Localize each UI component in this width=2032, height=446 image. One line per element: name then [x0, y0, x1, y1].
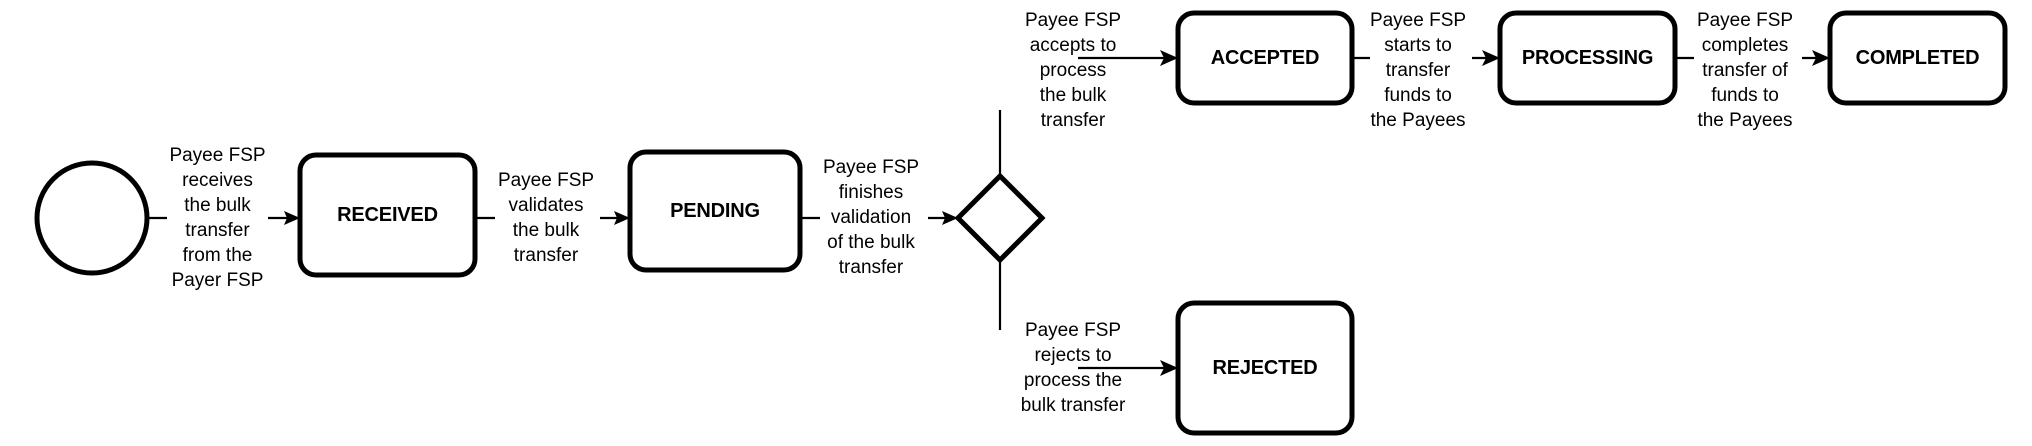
- edge-processing-to-completed-arrowhead: [1812, 50, 1830, 66]
- edge-label-received-to-pending: Payee FSP validates the bulk transfer: [497, 170, 595, 266]
- state-node-received[interactable]: [297, 152, 478, 278]
- state-label-accepted: ACCEPTED: [1210, 46, 1320, 69]
- state-label-pending: PENDING: [670, 199, 760, 222]
- state-label-received: RECEIVED: [337, 203, 438, 226]
- edge-pending-to-decision-arrowhead: [942, 211, 958, 225]
- edge-decision-to-rejected-arrowhead: [1160, 360, 1178, 376]
- edge-decision-to-accepted-arrowhead: [1160, 50, 1178, 66]
- state-label-processing: PROCESSING: [1521, 46, 1654, 69]
- decision-node-validation-outcome[interactable]: [954, 172, 1046, 264]
- edge-received-to-pending-arrowhead: [614, 211, 630, 225]
- edge-label-accepted-to-processing: Payee FSP starts to transfer funds to th…: [1369, 10, 1467, 131]
- edge-accepted-to-processing-arrowhead: [1482, 50, 1500, 66]
- edge-label-decision-to-accepted: Payee FSP accepts to process the bulk tr…: [1024, 10, 1122, 131]
- start-node[interactable]: [34, 160, 150, 276]
- state-node-rejected[interactable]: [1175, 300, 1355, 436]
- edge-label-start-to-received: Payee FSP receives the bulk transfer fro…: [169, 145, 266, 291]
- edge-label-processing-to-completed: Payee FSP completes transfer of funds to…: [1696, 10, 1794, 131]
- edge-label-decision-to-rejected: Payee FSP rejects to process the bulk tr…: [1020, 320, 1126, 416]
- state-node-pending[interactable]: [627, 149, 803, 273]
- edge-label-pending-to-decision: Payee FSP finishes validation of the bul…: [822, 157, 920, 278]
- state-node-completed[interactable]: [1827, 10, 2008, 106]
- state-label-completed: COMPLETED: [1855, 46, 1980, 69]
- state-label-rejected: REJECTED: [1212, 356, 1318, 379]
- edge-start-to-received-arrowhead: [284, 211, 300, 225]
